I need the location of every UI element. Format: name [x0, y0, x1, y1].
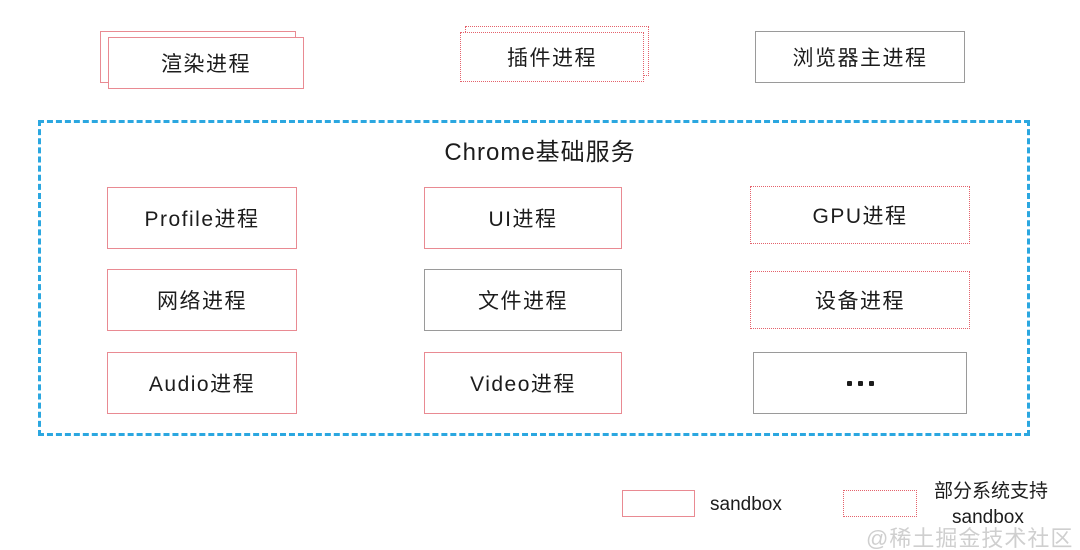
- plugin-process-label: 插件进程: [507, 47, 597, 70]
- legend-swatch-partial-sandbox: [843, 490, 917, 517]
- profile-process-label: Profile进程: [144, 208, 260, 231]
- plugin-process-box[interactable]: 插件进程: [460, 32, 644, 82]
- ellipsis-icon: [846, 380, 874, 386]
- render-process-box[interactable]: 渲染进程: [108, 37, 304, 89]
- network-process-label: 网络进程: [157, 290, 247, 313]
- ui-process-label: UI进程: [488, 208, 558, 231]
- ui-process-box[interactable]: UI进程: [424, 187, 622, 249]
- chrome-services-title: Chrome基础服务: [444, 139, 636, 166]
- watermark-text: @稀土掘金技术社区: [866, 526, 1074, 550]
- audio-process-box[interactable]: Audio进程: [107, 352, 297, 414]
- video-process-box[interactable]: Video进程: [424, 352, 622, 414]
- more-processes-box[interactable]: [753, 352, 967, 414]
- file-process-label: 文件进程: [478, 290, 568, 313]
- browser-main-process-box[interactable]: 浏览器主进程: [755, 31, 965, 83]
- chrome-services-container: [38, 120, 1030, 436]
- network-process-box[interactable]: 网络进程: [107, 269, 297, 331]
- file-process-box[interactable]: 文件进程: [424, 269, 622, 331]
- profile-process-box[interactable]: Profile进程: [107, 187, 297, 249]
- gpu-process-label: GPU进程: [812, 205, 908, 228]
- video-process-label: Video进程: [470, 373, 576, 396]
- gpu-process-box[interactable]: GPU进程: [750, 186, 970, 244]
- device-process-box[interactable]: 设备进程: [750, 271, 970, 329]
- device-process-label: 设备进程: [815, 290, 905, 313]
- legend-swatch-sandbox: [622, 490, 695, 517]
- audio-process-label: Audio进程: [148, 373, 256, 396]
- legend-label-partial-sandbox-line2: sandbox: [952, 507, 1024, 528]
- browser-main-process-label: 浏览器主进程: [792, 47, 928, 70]
- legend-label-partial-sandbox-line1: 部分系统支持: [934, 481, 1049, 502]
- render-process-label: 渲染进程: [161, 53, 251, 76]
- legend-label-sandbox: sandbox: [710, 494, 782, 515]
